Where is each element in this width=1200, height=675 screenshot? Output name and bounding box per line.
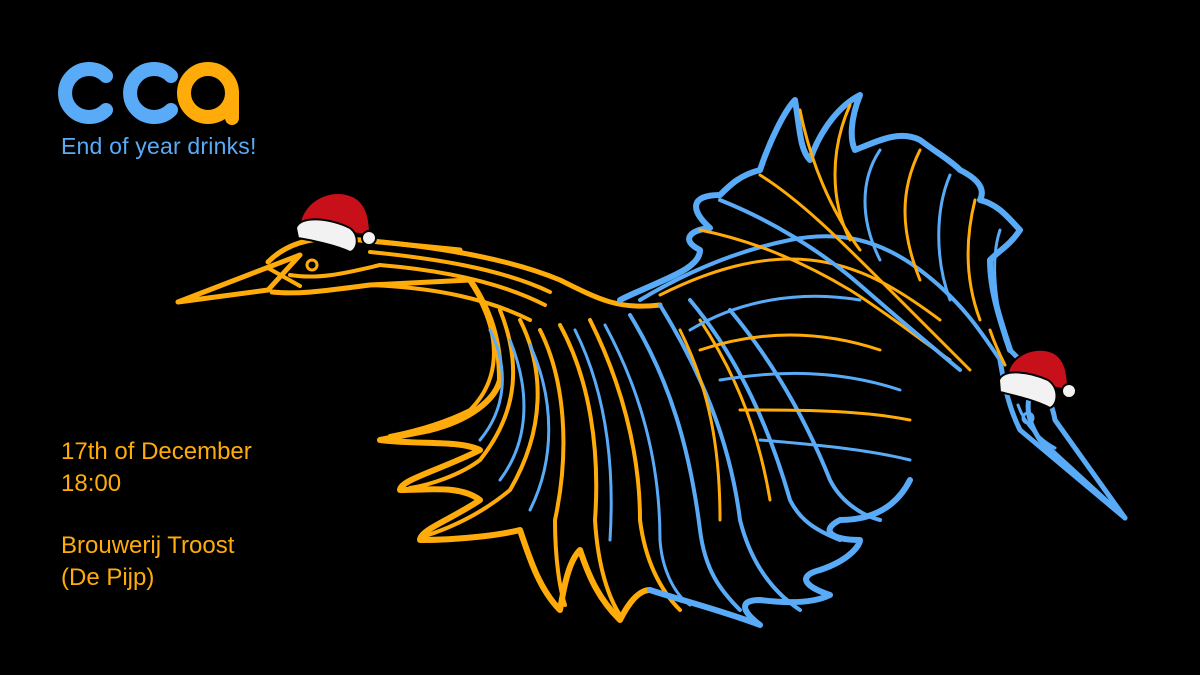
cca-logo	[58, 62, 239, 125]
left-head	[175, 235, 663, 322]
event-venue: Brouwerij Troost	[61, 532, 235, 559]
logo-letter-c2	[123, 62, 178, 124]
logo-letter-c1	[58, 62, 113, 124]
event-details: 17th of December 18:00 Brouwerij Troost …	[61, 436, 252, 594]
santa-hat-icon	[294, 192, 377, 254]
event-date: 17th of December	[61, 438, 252, 465]
bird-crest	[617, 92, 1023, 462]
tagline: End of year drinks!	[61, 133, 257, 159]
event-area: (De Pijp)	[61, 564, 155, 591]
bird-body	[377, 277, 913, 628]
santa-hat-icon	[997, 348, 1077, 410]
event-time: 18:00	[61, 470, 122, 497]
